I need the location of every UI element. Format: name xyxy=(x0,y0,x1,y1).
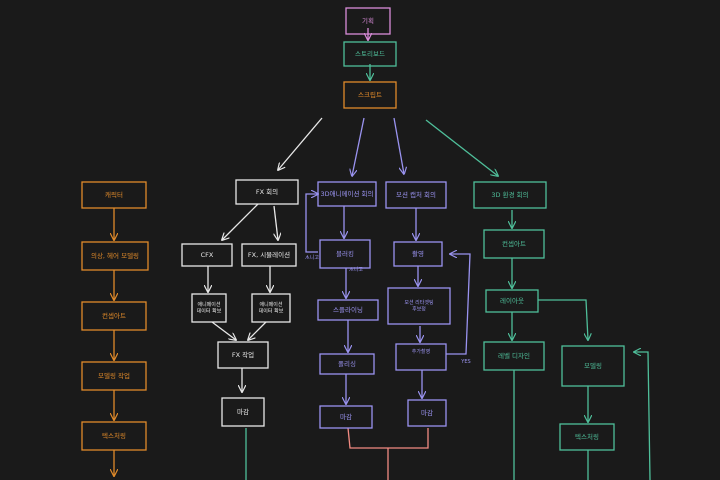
svg-text:FX, 시뮬레이션: FX, 시뮬레이션 xyxy=(248,250,290,259)
svg-text:레이아웃: 레이아웃 xyxy=(500,296,524,305)
node-modeling-right[interactable]: 모델링 xyxy=(561,345,625,387)
svg-text:컨셉아트: 컨셉아트 xyxy=(102,311,126,320)
node-storyboard[interactable]: 스토리보드 xyxy=(343,41,397,67)
node-fx-meeting[interactable]: FX 회의 xyxy=(235,179,299,205)
edge-data2-fxwork xyxy=(248,321,267,340)
svg-text:텍스처링: 텍스처링 xyxy=(575,432,599,441)
node-level-design[interactable]: 레벨 디자인 xyxy=(483,341,545,371)
svg-text:마감: 마감 xyxy=(340,412,352,421)
node-finish-fx[interactable]: 마감 xyxy=(221,397,265,427)
svg-text:FX 회의: FX 회의 xyxy=(256,187,278,196)
edges xyxy=(114,28,651,480)
svg-text:모델링: 모델링 xyxy=(584,362,602,370)
node-modeling-work[interactable]: 모델링 작업 xyxy=(81,361,147,391)
node-finish-mocap[interactable]: 마감 xyxy=(407,399,447,427)
svg-text:기획: 기획 xyxy=(362,16,374,25)
svg-text:추가촬영: 추가촬영 xyxy=(412,348,430,355)
node-blocking[interactable]: 블러킹 xyxy=(319,239,371,269)
svg-text:텍스처링: 텍스처링 xyxy=(102,431,126,440)
edge-fx-sim xyxy=(274,205,278,240)
svg-text:CFX: CFX xyxy=(201,251,214,259)
svg-text:3D애니메이션 회의: 3D애니메이션 회의 xyxy=(320,189,373,198)
edge-extra-back xyxy=(446,254,471,355)
edge-script-env xyxy=(425,119,498,176)
node-finish-anim[interactable]: 마감 xyxy=(319,405,373,429)
node-extra-shoot[interactable]: 추가촬영 xyxy=(395,343,447,371)
node-plan[interactable]: 기획 xyxy=(345,7,391,35)
edge-blocking-back xyxy=(305,194,318,253)
node-shoot[interactable]: 촬영 xyxy=(393,241,443,267)
edge-finish-merge xyxy=(347,427,429,480)
node-costume[interactable]: 의상, 헤어 모델링 xyxy=(81,241,149,271)
svg-text:의상, 헤어 모델링: 의상, 헤어 모델링 xyxy=(91,251,139,260)
svg-text:블러킹: 블러킹 xyxy=(336,249,354,258)
svg-text:스플라이닝: 스플라이닝 xyxy=(333,305,363,314)
node-mocap-meeting[interactable]: 모션 캡처 회의 xyxy=(385,181,447,209)
edge-script-anim xyxy=(352,117,365,176)
svg-text:스토리보드: 스토리보드 xyxy=(355,49,385,58)
node-concept-left[interactable]: 컨셉아트 xyxy=(81,301,147,331)
svg-text:촬영: 촬영 xyxy=(412,249,424,258)
svg-text:마감: 마감 xyxy=(421,408,433,417)
node-layout[interactable]: 레이아웃 xyxy=(485,289,539,313)
svg-text:모델링 작업: 모델링 작업 xyxy=(98,371,130,380)
node-polish[interactable]: 폴리싱 xyxy=(319,353,375,375)
edge-script-fx xyxy=(278,117,323,170)
svg-text:FX 작업: FX 작업 xyxy=(232,350,254,359)
node-cfx[interactable]: CFX xyxy=(181,243,233,267)
svg-text:레벨 디자인: 레벨 디자인 xyxy=(498,351,530,360)
node-fx-work[interactable]: FX 작업 xyxy=(217,341,269,369)
edge-label-spline: ᗑ니고 xyxy=(349,266,363,273)
edge-loop-model xyxy=(634,352,651,480)
edge-label-back: ᗑ니고 xyxy=(305,254,319,261)
node-anim-meeting[interactable]: 3D애니메이션 회의 xyxy=(317,181,377,207)
edge-data1-fxwork xyxy=(211,321,236,340)
edge-fx-cfx xyxy=(222,203,259,240)
node-texturing-left[interactable]: 텍스처링 xyxy=(81,421,147,451)
node-character[interactable]: 캐릭터 xyxy=(81,181,147,209)
edge-layout-model xyxy=(538,299,588,340)
svg-text:3D 환경 회의: 3D 환경 회의 xyxy=(491,190,528,199)
node-fx-sim[interactable]: FX, 시뮬레이션 xyxy=(241,243,297,267)
nodes: 기획 스토리보드 스크립트 FX 회의 3D애니메이션 회의 모션 캡처 회의 … xyxy=(81,7,625,451)
svg-text:모션 캡처 회의: 모션 캡처 회의 xyxy=(396,190,436,199)
node-concept-right[interactable]: 컨셉아트 xyxy=(483,229,545,259)
node-texturing-right[interactable]: 텍스처링 xyxy=(559,423,615,451)
edge-label-yes: YES xyxy=(460,359,470,365)
svg-text:폴리싱: 폴리싱 xyxy=(338,359,356,368)
svg-text:마감: 마감 xyxy=(237,407,249,416)
node-env-meeting[interactable]: 3D 환경 회의 xyxy=(473,181,547,209)
svg-text:컨셉아트: 컨셉아트 xyxy=(502,239,526,248)
edge-script-mocap xyxy=(393,117,404,174)
node-spline[interactable]: 스플라이닝 xyxy=(317,299,379,321)
svg-text:캐릭터: 캐릭터 xyxy=(105,190,123,199)
node-script[interactable]: 스크립트 xyxy=(343,81,397,109)
svg-text:스크립트: 스크립트 xyxy=(358,91,382,99)
